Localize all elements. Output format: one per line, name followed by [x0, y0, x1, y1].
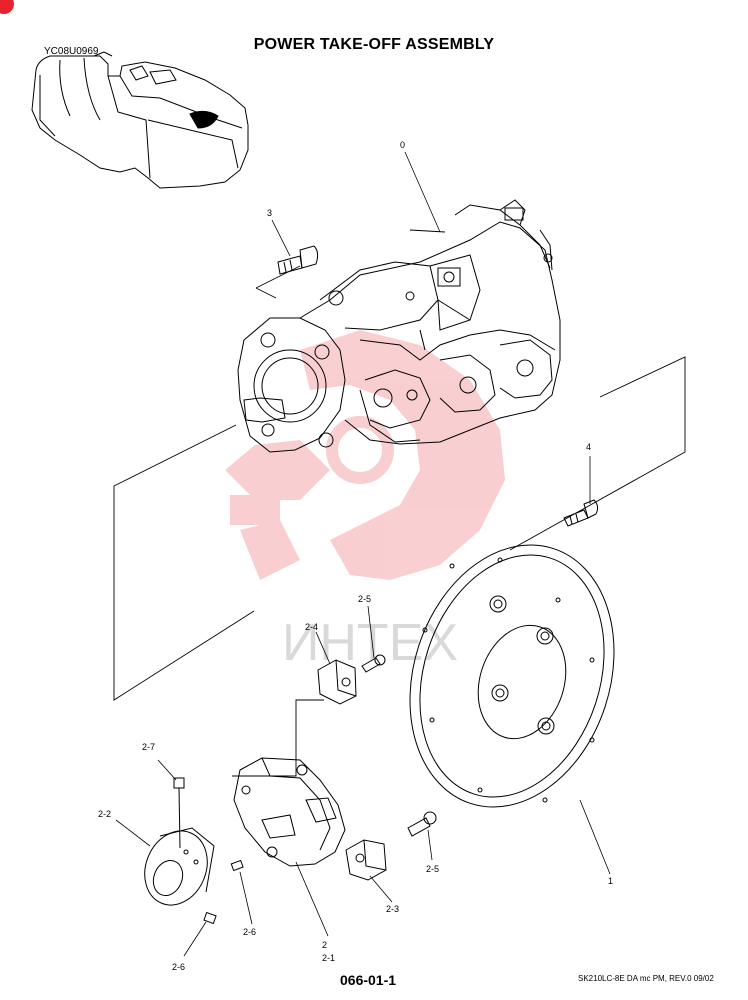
callout-2-2: 2-2	[98, 809, 111, 819]
callout-leader-lines	[115, 151, 611, 957]
bolt-part-4	[563, 499, 599, 527]
hub-part-2-2	[144, 827, 215, 906]
bolt-part-3	[277, 245, 319, 275]
screw-part-2-7	[173, 777, 185, 849]
callout-1: 1	[608, 876, 613, 886]
callout-2-6-lower: 2-6	[172, 962, 185, 972]
callout-2-5-upper: 2-5	[358, 594, 371, 604]
pin-part-2-6-upper	[230, 859, 244, 872]
machine-inset-view	[31, 51, 249, 189]
callout-2-4: 2-4	[305, 622, 318, 632]
exploded-view-frame-lines	[113, 265, 686, 777]
page-number: 066-01-1	[340, 972, 397, 988]
corner-badge-icon	[0, 0, 14, 14]
callout-2-3: 2-3	[386, 904, 399, 914]
callout-0: 0	[400, 140, 405, 150]
coupling-part-2	[233, 757, 346, 867]
page-title: POWER TAKE-OFF ASSEMBLY	[253, 36, 495, 53]
callout-2-1: 2-1	[322, 953, 335, 963]
pin-part-2-6-lower	[203, 911, 217, 925]
pump-assembly-part-0	[237, 199, 561, 453]
callout-2: 2	[322, 940, 327, 950]
callout-4: 4	[586, 442, 591, 452]
bracket-part-2-3	[345, 839, 387, 881]
model-reference: SK210LC-8E DA mc PM, REV.0 09/02	[578, 974, 714, 983]
callout-2-5-lower: 2-5	[426, 864, 439, 874]
callout-labels: 0 3 4 2-5 2-4 2-7 2-2 2-5 1 2-3 2-6 2 2-…	[98, 140, 613, 972]
bolt-part-2-5-upper	[361, 654, 386, 673]
callout-3: 3	[267, 208, 272, 218]
bolt-part-2-5-lower	[407, 811, 437, 837]
callout-2-6-upper: 2-6	[243, 927, 256, 937]
watermark-logo-icon	[225, 330, 505, 580]
housing-plate-part-1	[409, 544, 615, 808]
bracket-part-2-4	[317, 659, 357, 705]
view-code-label: YC08U0969	[44, 46, 99, 57]
callout-2-7: 2-7	[142, 742, 155, 752]
